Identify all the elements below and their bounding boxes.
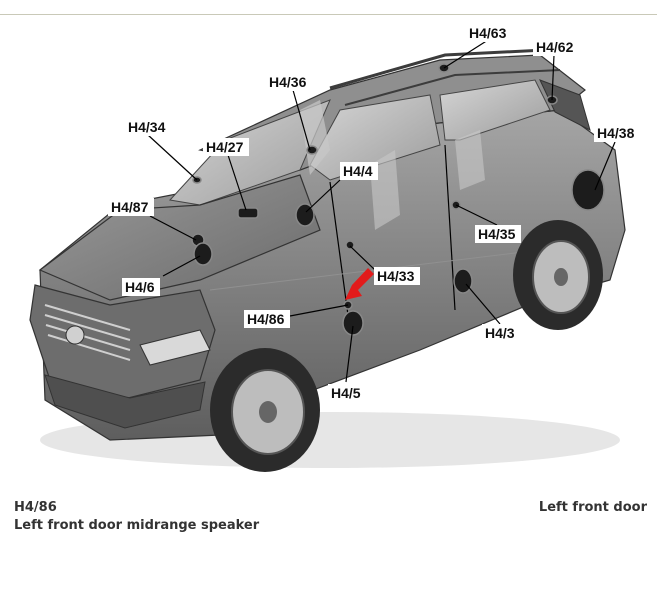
callout-h4-87-label: H4/87 <box>111 199 149 215</box>
callout-labels: H4/63 H4/62 H4/36 H4/34 H4/27 H4/38 H4/4… <box>108 24 640 402</box>
callout-h4-36-label: H4/36 <box>269 74 307 90</box>
speaker-h4-3 <box>453 268 473 294</box>
rear-wheel <box>513 220 603 330</box>
callout-h4-63: H4/63 <box>466 24 512 42</box>
callout-h4-62: H4/62 <box>533 38 579 56</box>
callout-h4-34-label: H4/34 <box>128 119 166 135</box>
callout-h4-4-label: H4/4 <box>343 163 373 179</box>
callout-h4-6: H4/6 <box>122 278 160 296</box>
callout-h4-33: H4/33 <box>374 267 420 285</box>
callout-h4-34: H4/34 <box>125 118 171 136</box>
callout-h4-38: H4/38 <box>594 124 640 142</box>
front-wheel <box>210 348 320 472</box>
headlight <box>139 329 211 366</box>
callout-h4-5: H4/5 <box>328 384 366 402</box>
speaker-h4-38 <box>571 169 605 211</box>
callout-h4-86-label: H4/86 <box>247 311 285 327</box>
callout-h4-3-label: H4/3 <box>485 325 515 341</box>
grille <box>44 304 131 361</box>
callout-h4-6-label: H4/6 <box>125 279 155 295</box>
speaker-h4-27 <box>237 207 259 219</box>
callout-h4-62-label: H4/62 <box>536 39 574 55</box>
callout-h4-33-label: H4/33 <box>377 268 415 284</box>
callout-h4-35-label: H4/35 <box>478 226 516 242</box>
callout-h4-36: H4/36 <box>266 73 312 91</box>
callout-h4-63-label: H4/63 <box>469 25 507 41</box>
component-code: H4/86 <box>14 500 57 515</box>
callout-h4-35: H4/35 <box>475 225 521 243</box>
speaker-h4-5 <box>342 310 364 336</box>
callout-h4-86: H4/86 <box>244 310 290 328</box>
callout-h4-27: H4/27 <box>203 138 249 156</box>
leader-lines <box>147 39 616 383</box>
callout-h4-87: H4/87 <box>108 198 154 216</box>
speaker-h4-33 <box>345 240 355 250</box>
speaker-h4-6 <box>193 242 213 266</box>
vehicle-speaker-diagram: H4/63 H4/62 H4/36 H4/34 H4/27 H4/38 H4/4… <box>29 24 640 472</box>
component-name: Left front door midrange speaker <box>14 518 260 533</box>
component-location: Left front door <box>538 500 647 515</box>
emblem <box>65 325 85 345</box>
callout-h4-27-label: H4/27 <box>206 139 244 155</box>
top-rule <box>0 14 657 15</box>
highlight-marker <box>345 268 374 300</box>
vehicle-body <box>29 48 626 468</box>
callout-h4-4: H4/4 <box>340 162 378 180</box>
callout-h4-3: H4/3 <box>482 324 520 342</box>
speaker-h4-36 <box>306 145 318 155</box>
callout-h4-38-label: H4/38 <box>597 125 635 141</box>
callout-h4-5-label: H4/5 <box>331 385 361 401</box>
